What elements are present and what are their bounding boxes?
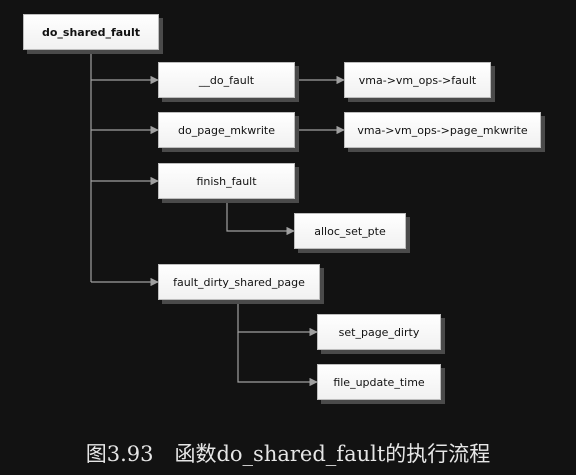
node-vm-ops-fault: vma->vm_ops->fault xyxy=(344,62,491,98)
node-fault-dirty-shared-page: fault_dirty_shared_page xyxy=(158,264,320,300)
edge-to-set-page-dirty xyxy=(237,300,318,337)
node-alloc-set-pte: alloc_set_pte xyxy=(294,213,406,249)
edge-to-file-update-time xyxy=(237,332,318,387)
node-do-page-mkwrite: do_page_mkwrite xyxy=(158,112,295,148)
node-file-update-time: file_update_time xyxy=(317,364,441,400)
node-vm-ops-page-mkwrite: vma->vm_ops->page_mkwrite xyxy=(344,112,541,148)
figure-caption: 图3.93 函数do_shared_fault的执行流程 xyxy=(85,442,491,466)
node-do-fault: __do_fault xyxy=(158,62,295,98)
node-set-page-dirty: set_page_dirty xyxy=(317,314,441,350)
node-finish-fault: finish_fault xyxy=(158,163,295,199)
node-do-shared-fault: do_shared_fault xyxy=(23,14,159,50)
edge-to-alloc-set-pte xyxy=(226,199,295,236)
